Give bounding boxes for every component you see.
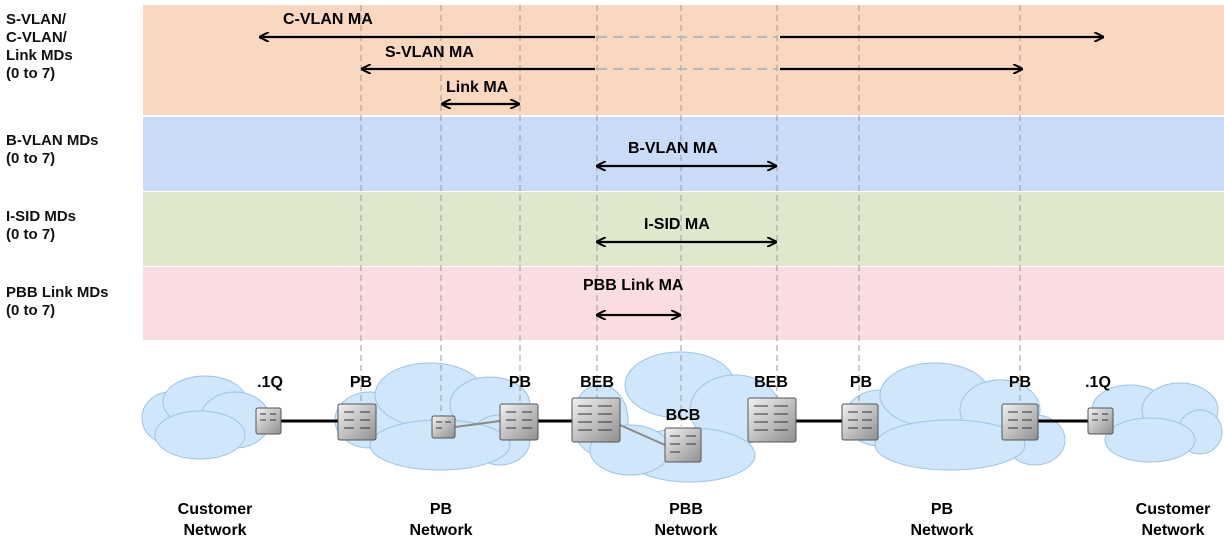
band-isid <box>143 192 1224 266</box>
device-label-bcb: BCB <box>666 407 701 424</box>
switch-pb4-icon <box>1001 403 1039 441</box>
switch-pb3-icon <box>841 403 879 441</box>
device-label-beb2: BEB <box>754 374 788 391</box>
row-label-svlan-cvlan-link: S-VLAN/ C-VLAN/ Link MDs (0 to 7) <box>6 11 141 83</box>
network-label-customer-left: Customer <box>178 501 253 518</box>
device-label-beb1: BEB <box>580 374 614 391</box>
link-ma-label: Link MA <box>446 79 509 96</box>
network-label-customer-left: Network <box>183 522 246 539</box>
svlan-ma-label: S-VLAN MA <box>385 44 474 61</box>
network-label-pb-right: PB <box>931 501 953 518</box>
switch-beb2-icon <box>747 397 797 443</box>
device-label-pb3: PB <box>850 374 872 391</box>
isid-ma-label: I-SID MA <box>644 216 710 233</box>
network-label-pbb: Network <box>654 522 717 539</box>
switch-q1-left-icon <box>255 407 282 435</box>
row-label-line: Link MDs <box>6 47 73 64</box>
row-label-line: C-VLAN/ <box>6 29 67 46</box>
customer-network-cloud-left <box>141 375 271 460</box>
row-label-isid: I-SID MDs (0 to 7) <box>6 208 141 244</box>
switch-beb1-icon <box>571 397 621 443</box>
row-label-line: B-VLAN MDs <box>6 132 99 149</box>
network-label-customer-right: Network <box>1141 522 1204 539</box>
switch-bcb-icon <box>664 427 702 463</box>
row-label-line: (0 to 7) <box>6 65 56 82</box>
link-beb-bcb <box>619 424 666 446</box>
network-label-pb-left: Network <box>409 522 472 539</box>
network-label-pb-left: PB <box>430 501 452 518</box>
device-label-pb2: PB <box>509 374 531 391</box>
network-label-pbb: PBB <box>669 501 703 518</box>
device-label-pb4: PB <box>1009 374 1031 391</box>
link-pb-internal <box>454 420 501 428</box>
band-bvlan <box>143 117 1224 191</box>
row-label-line: (0 to 7) <box>6 226 56 243</box>
switch-pb2-icon <box>499 403 539 441</box>
switch-pb-internal-icon <box>431 415 456 439</box>
switch-q1-right-icon <box>1087 407 1114 435</box>
row-label-line: (0 to 7) <box>6 150 56 167</box>
guide-lines <box>360 5 1021 426</box>
pbb-link-ma-label: PBB Link MA <box>583 277 684 294</box>
bvlan-ma-label: B-VLAN MA <box>628 140 718 157</box>
device-label-pb1: PB <box>350 374 372 391</box>
row-label-bvlan: B-VLAN MDs (0 to 7) <box>6 132 141 168</box>
band-svlan-cvlan-link <box>143 5 1224 115</box>
row-label-pbb-link: PBB Link MDs (0 to 7) <box>6 284 141 320</box>
network-label-pb-right: Network <box>910 522 973 539</box>
cvlan-ma-label: C-VLAN MA <box>283 11 373 28</box>
device-label-q1-right: .1Q <box>1085 374 1111 391</box>
row-label-line: (0 to 7) <box>6 302 56 319</box>
row-label-line: I-SID MDs <box>6 208 77 225</box>
row-label-line: S-VLAN/ <box>6 11 66 28</box>
switch-pb1-icon <box>337 403 377 441</box>
band-pbb-link <box>143 267 1224 340</box>
device-label-q1-left: .1Q <box>257 374 283 391</box>
row-label-line: PBB Link MDs <box>6 284 109 301</box>
network-label-customer-right: Customer <box>1136 501 1211 518</box>
